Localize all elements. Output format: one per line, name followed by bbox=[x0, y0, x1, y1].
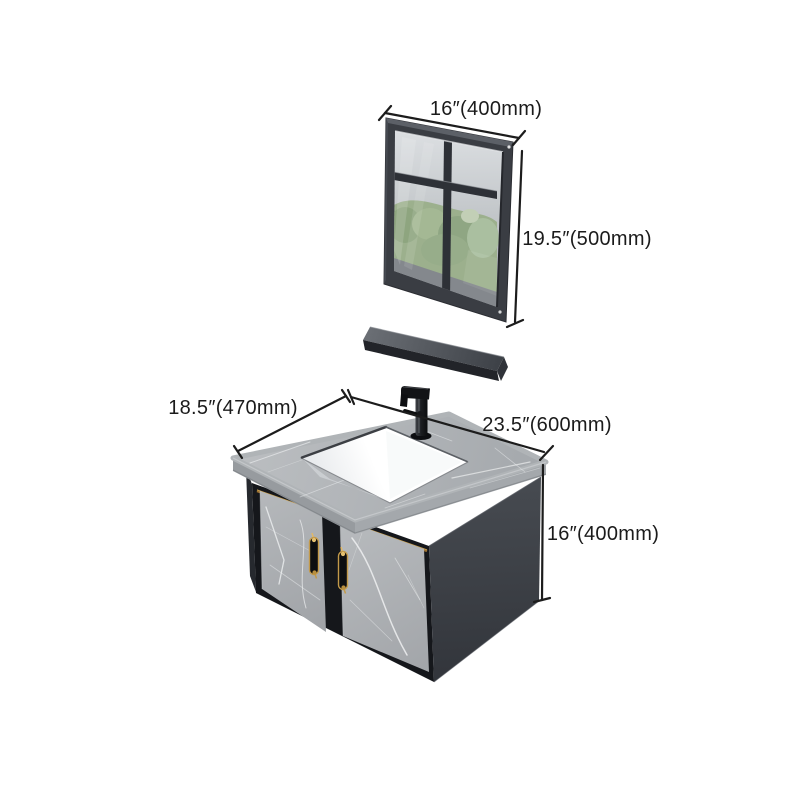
window-muntin-vertical bbox=[442, 140, 452, 299]
dimension-line-mirror-height bbox=[505, 149, 525, 329]
dimension-lines bbox=[232, 104, 555, 604]
cabinet-door-left bbox=[259, 490, 326, 632]
wall-shelf bbox=[363, 326, 508, 381]
dimension-line-vanity-height bbox=[532, 463, 552, 604]
mirror bbox=[383, 117, 514, 323]
dimension-label-mirror-width: 16″(400mm) bbox=[429, 98, 543, 120]
vanity-cabinet bbox=[246, 469, 542, 683]
countertop bbox=[230, 386, 549, 534]
cabinet-side-panel bbox=[428, 476, 542, 683]
dimension-label-vanity-width: 23.5″(600mm) bbox=[482, 414, 612, 436]
faucet-handle bbox=[403, 409, 421, 417]
mirror-frame-highlight bbox=[386, 118, 513, 147]
marble-veins bbox=[249, 427, 541, 509]
dimension-line-vanity-depth bbox=[232, 388, 352, 460]
dimension-line-mirror-width bbox=[377, 104, 527, 147]
faucet bbox=[400, 386, 432, 440]
faucet-spout bbox=[400, 394, 408, 407]
dimension-label-mirror-height: 19.5″(500mm) bbox=[522, 228, 652, 250]
dimension-label-vanity-height: 16″(400mm) bbox=[546, 523, 660, 545]
door-handle-left bbox=[308, 532, 320, 579]
dimension-label-vanity-depth: 18.5″(470mm) bbox=[168, 397, 298, 419]
cabinet-door-right bbox=[339, 518, 429, 672]
sink bbox=[300, 425, 469, 504]
door-handle-right bbox=[337, 546, 349, 594]
mirror-reflection bbox=[394, 137, 499, 307]
dimension-line-vanity-width bbox=[346, 388, 555, 462]
